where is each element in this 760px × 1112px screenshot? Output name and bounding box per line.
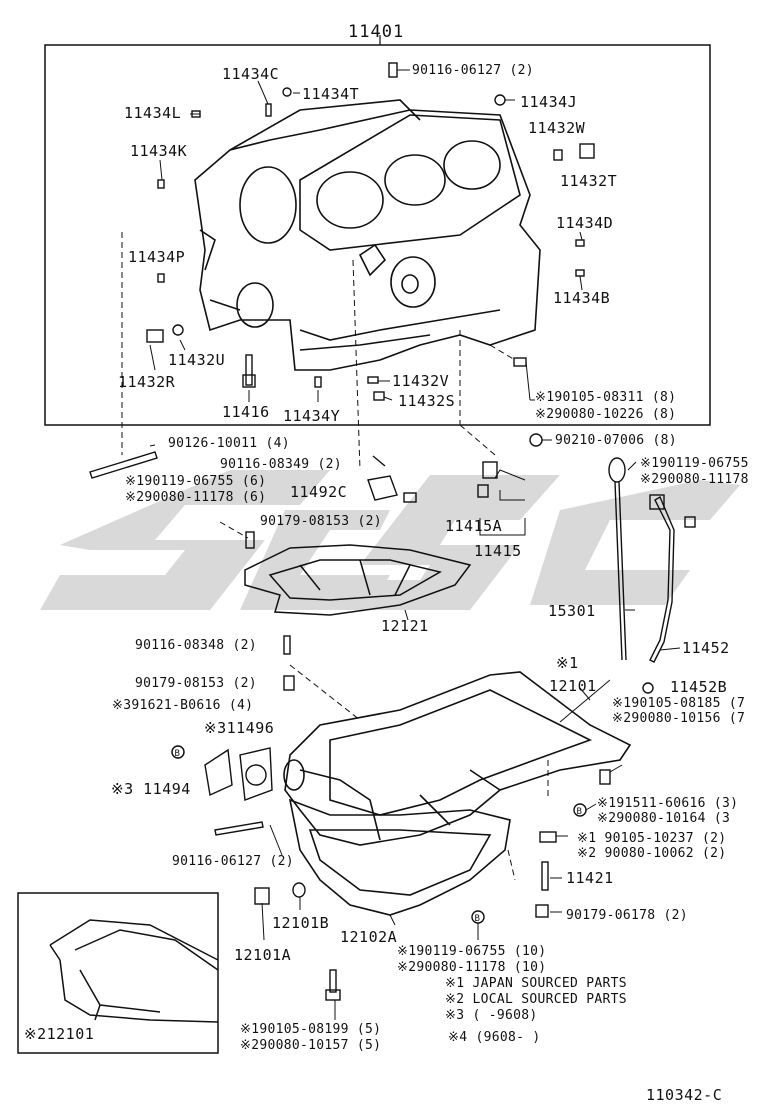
cylinder-block-drawing bbox=[194, 99, 541, 371]
label-11434c: 11434C bbox=[222, 65, 280, 83]
label-11432s: 11432S bbox=[398, 392, 456, 410]
label-212101: ※212101 bbox=[24, 1025, 95, 1043]
block-small-parts bbox=[146, 62, 595, 447]
dipstick-drawing bbox=[608, 457, 696, 694]
label-11434b: 11434B bbox=[553, 289, 611, 307]
label-15301: 15301 bbox=[548, 602, 596, 620]
label-12102a: 12102A bbox=[340, 928, 398, 946]
watermark-logo bbox=[40, 470, 740, 610]
label-11434t: 11434T bbox=[302, 85, 360, 103]
label-290080-11178-right: ※290080-11178 bbox=[640, 472, 749, 487]
leader-lines bbox=[149, 69, 583, 447]
label-11434k: 11434K bbox=[130, 142, 188, 160]
label-11432u: 11432U bbox=[168, 351, 226, 369]
label-90105-10237: ※1 90105-10237 (2) bbox=[577, 831, 727, 846]
label-311496: ※311496 bbox=[204, 719, 275, 737]
label-290080-10156: ※290080-10156 (7 bbox=[612, 711, 746, 726]
figure-code: 110342-C bbox=[646, 1086, 723, 1104]
note-3: ※3 ( -9608) bbox=[445, 1008, 538, 1023]
label-290080-11178-10: ※290080-11178 (10) bbox=[397, 960, 547, 975]
note-japan-sourced: ※1 JAPAN SOURCED PARTS bbox=[445, 976, 627, 991]
label-11452: 11452 bbox=[682, 639, 730, 657]
label-90179-08153-a: 90179-08153 (2) bbox=[260, 514, 382, 529]
label-11452b: 11452B bbox=[670, 678, 728, 696]
label-290080-11178-left: ※290080-11178 (6) bbox=[125, 490, 267, 505]
note-local-sourced: ※2 LOCAL SOURCED PARTS bbox=[445, 992, 627, 1007]
label-11421: 11421 bbox=[566, 869, 614, 887]
oil-pan-upper-drawing bbox=[283, 671, 632, 846]
label-12121: 12121 bbox=[381, 617, 429, 635]
label-12101: 12101 bbox=[549, 677, 597, 695]
label-290080-10157: ※290080-10157 (5) bbox=[240, 1038, 382, 1053]
label-11432w: 11432W bbox=[528, 119, 586, 137]
label-11492c: 11492C bbox=[290, 483, 348, 501]
oil-pan-baffle-drawing bbox=[244, 544, 472, 616]
block-frame bbox=[44, 44, 711, 426]
label-190119-06755-left: ※190119-06755 (6) bbox=[125, 474, 267, 489]
label-90179-08153-b: 90179-08153 (2) bbox=[135, 676, 257, 691]
label-11415: 11415 bbox=[474, 542, 522, 560]
label-190105-08185: ※190105-08185 (7 bbox=[612, 696, 746, 711]
label-12101a: 12101A bbox=[234, 946, 292, 964]
callout-b-markers bbox=[171, 745, 185, 759]
inset-oil-pan-drawing bbox=[49, 919, 219, 1023]
label-11432r: 11432R bbox=[118, 373, 176, 391]
label-90080-10062: ※2 90080-10062 (2) bbox=[577, 846, 727, 861]
label-90116-08349: 90116-08349 (2) bbox=[220, 457, 342, 472]
label-190119-06755-10: ※190119-06755 (10) bbox=[397, 944, 547, 959]
label-90179-06178: 90179-06178 (2) bbox=[566, 908, 688, 923]
label-11434l: 11434L bbox=[124, 104, 182, 122]
label-290080-10164: ※290080-10164 (3 bbox=[597, 811, 731, 826]
label-11401: 11401 bbox=[348, 22, 405, 42]
label-11415a: 11415A bbox=[445, 517, 503, 535]
label-190105-08199: ※190105-08199 (5) bbox=[240, 1022, 382, 1037]
label-11434d: 11434D bbox=[556, 214, 614, 232]
label-11494: ※3 11494 bbox=[111, 780, 191, 798]
label-11434p: 11434P bbox=[128, 248, 186, 266]
label-11432t: 11432T bbox=[560, 172, 618, 190]
label-12101b: 12101B bbox=[272, 914, 330, 932]
svg-text:B: B bbox=[577, 807, 582, 817]
label-11432v: 11432V bbox=[392, 372, 450, 390]
label-191511-60616: ※191511-60616 (3) bbox=[597, 796, 739, 811]
note-4: ※4 (9608- ) bbox=[448, 1030, 541, 1045]
inset-frame bbox=[17, 892, 219, 1054]
label-290080-10226: ※290080-10226 (8) bbox=[535, 407, 677, 422]
label-note1-marker: ※1 bbox=[556, 654, 579, 672]
label-11416: 11416 bbox=[222, 403, 270, 421]
label-90116-06127-bottom: 90116-06127 (2) bbox=[172, 854, 294, 869]
oil-pan-lower-drawing bbox=[288, 798, 511, 916]
label-11434y: 11434Y bbox=[283, 407, 341, 425]
dashed-guides bbox=[121, 232, 549, 881]
svg-text:B: B bbox=[175, 749, 180, 759]
label-90116-06127-top: 90116-06127 (2) bbox=[412, 63, 534, 78]
stud-parts bbox=[89, 451, 498, 549]
label-90210-07006: 90210-07006 (8) bbox=[555, 433, 677, 448]
label-90126-10011: 90126-10011 (4) bbox=[168, 436, 290, 451]
label-190119-06755-right: ※190119-06755 bbox=[640, 456, 749, 471]
label-90116-08348: 90116-08348 (2) bbox=[135, 638, 257, 653]
label-190105-08311: ※190105-08311 (8) bbox=[535, 390, 677, 405]
label-391621-b0616: ※391621-B0616 (4) bbox=[112, 698, 254, 713]
label-11434j: 11434J bbox=[520, 93, 578, 111]
svg-text:B: B bbox=[475, 914, 480, 924]
